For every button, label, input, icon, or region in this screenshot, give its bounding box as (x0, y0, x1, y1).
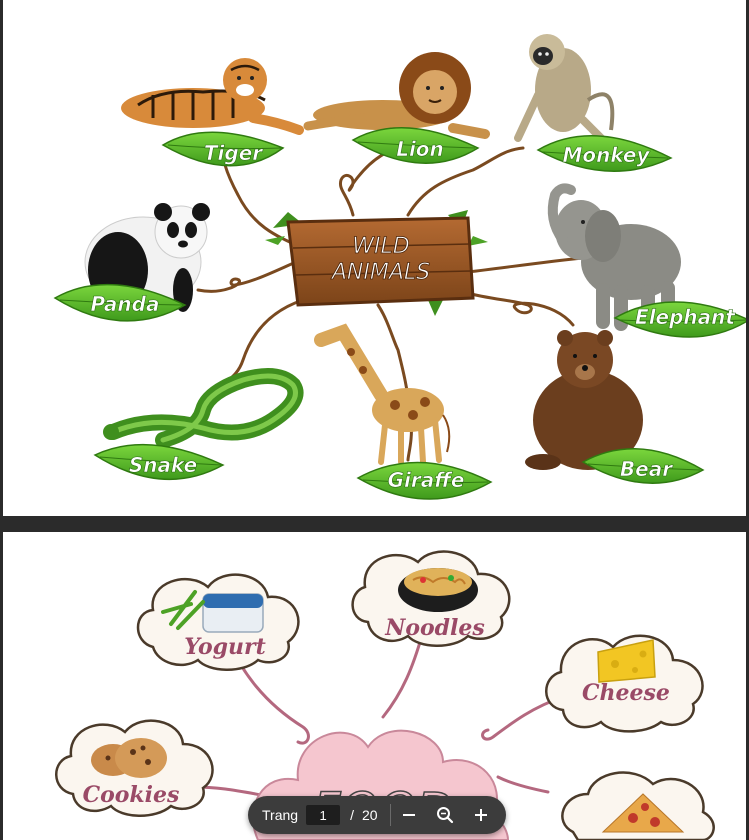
minus-icon (402, 814, 415, 816)
lion-label: Lion (396, 137, 444, 161)
cookies-label: Cookies (83, 782, 180, 808)
elephant-picture (547, 183, 681, 331)
current-page-input[interactable]: 1 (306, 805, 341, 825)
page-navigation-toolbar: Trang 1 / 20 (248, 796, 506, 834)
total-pages: 20 (361, 807, 378, 823)
branch-lines (196, 146, 585, 462)
magnifier-icon (436, 807, 453, 824)
giraffe-picture (314, 323, 451, 465)
document-page-1: WILD ANIMALS Tiger Lion (3, 0, 746, 516)
tiger-leaf: Tiger (161, 131, 285, 167)
panda-label: Panda (91, 292, 160, 316)
pizza-picture (601, 793, 685, 833)
wild-animals-sign: WILD ANIMALS (265, 210, 488, 316)
center-title-line1: WILD (352, 234, 409, 259)
monkey-label: Monkey (562, 143, 650, 167)
giraffe-label: Giraffe (388, 468, 465, 492)
document-page-2: FOOD Yogurt Noodles Cheese Cookies (3, 532, 746, 840)
cheese-cloud: Cheese (545, 634, 704, 733)
cheese-label: Cheese (582, 680, 670, 706)
zoom-in-button[interactable] (463, 796, 499, 834)
food-mind-map: FOOD Yogurt Noodles Cheese Cookies (55, 550, 715, 840)
page-label: Trang (262, 807, 299, 823)
lion-leaf: Lion (351, 127, 480, 164)
noodles-label: Noodles (384, 615, 485, 641)
cheese-picture (597, 639, 656, 683)
elephant-leaf: Elephant (613, 301, 746, 338)
tiger-label: Tiger (204, 141, 263, 165)
giraffe-leaf: Giraffe (356, 461, 493, 500)
monkey-picture (514, 34, 615, 144)
yogurt-cloud: Yogurt (136, 573, 300, 671)
panda-leaf: Panda (53, 283, 187, 322)
pizza-cloud (561, 771, 715, 840)
snake-picture (103, 368, 304, 448)
page-separator: / (350, 807, 354, 823)
zoom-fit-button[interactable] (427, 796, 463, 834)
center-title-line2: ANIMALS (330, 260, 430, 285)
zoom-out-button[interactable] (391, 796, 427, 834)
bear-leaf: Bear (581, 448, 705, 484)
bear-label: Bear (620, 457, 673, 481)
plus-icon (474, 809, 487, 821)
wild-animals-mind-map: WILD ANIMALS Tiger Lion (53, 34, 746, 500)
noodles-cloud: Noodles (351, 550, 511, 647)
snake-label: Snake (129, 453, 197, 477)
yogurt-label: Yogurt (184, 634, 266, 660)
monkey-leaf: Monkey (536, 135, 673, 172)
tiger-picture (121, 58, 304, 135)
lion-picture (303, 52, 490, 139)
bear-picture (525, 330, 643, 470)
elephant-label: Elephant (635, 305, 736, 329)
cookies-cloud: Cookies (55, 719, 214, 817)
snake-leaf: Snake (93, 443, 225, 481)
toolbar-divider (389, 804, 391, 826)
